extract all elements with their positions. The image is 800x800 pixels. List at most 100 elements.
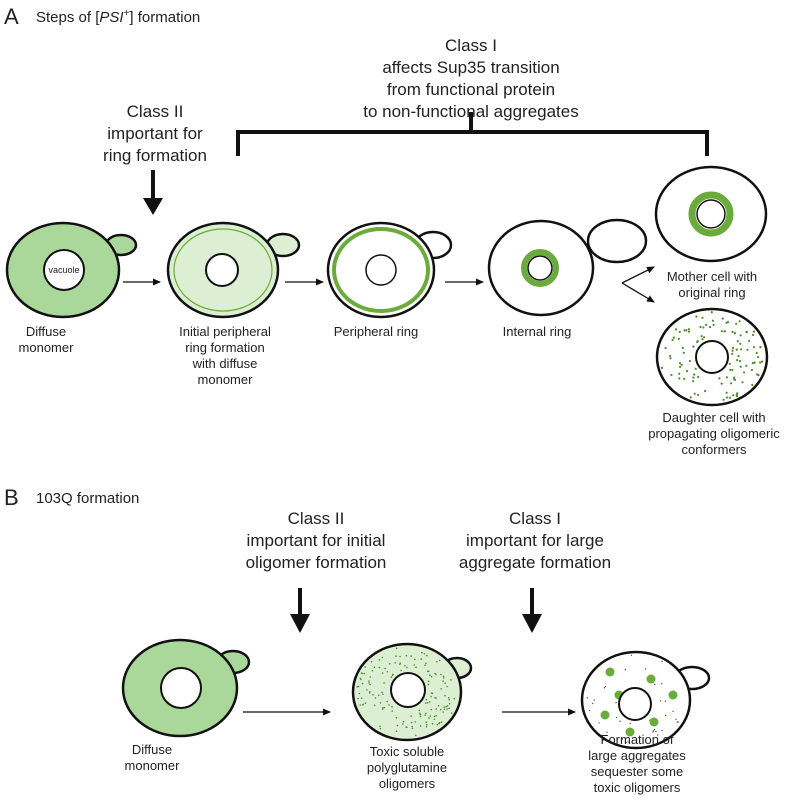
caption-b-diffuse-l2: monomer — [125, 758, 181, 773]
oligomer-dot — [371, 669, 374, 672]
oligomer-dot — [442, 711, 445, 713]
oligomer-dot — [383, 682, 385, 684]
large-aggregate-dot — [605, 667, 615, 677]
oligomer-dot — [446, 685, 448, 688]
class1-a-line1: Class I — [445, 36, 497, 55]
oligomer-dot — [391, 710, 394, 712]
caption-diffuse-l2: monomer — [19, 340, 75, 355]
oligomer-dot — [705, 323, 708, 326]
oligomer-dot — [725, 391, 728, 394]
small-oligomer-dot — [653, 729, 656, 731]
oligomer-dot — [710, 311, 713, 314]
small-oligomer-dot — [675, 718, 677, 720]
class2-a-line3: ring formation — [103, 146, 207, 165]
vacuole — [695, 340, 729, 374]
oligomer-dot — [448, 707, 450, 710]
oligomer-dot — [755, 351, 758, 355]
oligomer-dot — [739, 360, 742, 363]
oligomer-dot — [683, 377, 686, 380]
oligomer-dot — [368, 682, 370, 684]
cell-diffuse-monomer-a: vacuole — [5, 221, 138, 319]
oligomer-dot — [660, 366, 664, 369]
oligomer-dot — [681, 346, 684, 349]
oligomer-dot — [435, 715, 438, 717]
oligomer-dot — [368, 680, 370, 682]
oligomer-dot — [761, 360, 764, 363]
oligomer-dot — [443, 706, 446, 708]
small-oligomer-dot — [661, 660, 663, 663]
oligomer-dot — [415, 666, 417, 668]
class2-b-line1: Class II — [288, 509, 345, 528]
class1-b-line2: important for large — [466, 531, 604, 550]
oligomer-dot — [373, 704, 376, 707]
oligomer-dot — [703, 336, 706, 339]
oligomer-dot — [739, 334, 742, 337]
class1-a-line3: from functional protein — [387, 80, 555, 99]
oligomer-dot — [405, 654, 408, 657]
captions-a: Diffuse monomer Initial peripheral ring … — [19, 269, 781, 457]
oligomer-dot — [738, 320, 741, 323]
oligomer-dot — [679, 365, 682, 368]
class2-b-line3: oligomer formation — [246, 553, 387, 572]
oligomer-dot — [425, 702, 427, 704]
oligomer-dot — [757, 356, 760, 359]
oligomer-dot — [372, 694, 374, 696]
oligomer-dot — [425, 698, 428, 701]
oligomer-dot — [722, 398, 725, 401]
oligomer-dot — [425, 662, 427, 665]
oligomer-dot — [670, 373, 673, 377]
oligomer-dot — [368, 692, 371, 694]
oligomer-dot — [664, 347, 667, 350]
oligomer-dot — [671, 338, 674, 342]
oligomer-dot — [433, 715, 436, 718]
oligomer-dot — [410, 721, 413, 724]
oligomer-dot — [693, 373, 696, 376]
oligomer-dot — [384, 667, 386, 670]
panel-b-heading: 103Q formation — [36, 490, 139, 507]
oligomer-dot — [733, 378, 736, 381]
oligomer-dot — [731, 346, 735, 350]
oligomer-dot — [399, 655, 401, 658]
oligomer-dot — [437, 704, 440, 707]
oligomer-dot — [364, 702, 367, 704]
oligomer-dot — [759, 346, 762, 349]
oligomer-dot — [425, 712, 427, 715]
oligomer-dot — [697, 393, 700, 396]
small-oligomer-dot — [661, 729, 663, 732]
vacuole — [205, 253, 239, 287]
small-oligomer-dot — [593, 699, 595, 701]
small-oligomer-dot — [615, 701, 617, 704]
oligomer-dot — [395, 655, 397, 657]
oligomer-dot — [369, 676, 372, 678]
oligomer-dot — [433, 718, 436, 721]
class2-a-line1: Class II — [127, 102, 184, 121]
oligomer-dot — [413, 658, 416, 661]
large-aggregate-dot — [649, 717, 659, 727]
oligomer-dot — [379, 727, 382, 730]
caption-peripheral: Peripheral ring — [334, 324, 419, 339]
oligomer-dot — [419, 712, 421, 715]
thin-peripheral-ring — [173, 228, 273, 312]
oligomer-dot — [443, 708, 446, 711]
small-oligomer-dot — [624, 668, 626, 671]
arrow-split-down — [621, 282, 655, 303]
oligomer-dot — [426, 701, 429, 704]
caption-b-large-l2: large aggregates — [588, 748, 686, 763]
oligomer-dot — [378, 659, 381, 661]
oligomer-dot — [696, 340, 699, 344]
oligomer-dot — [729, 396, 732, 399]
oligomer-dot — [448, 703, 451, 705]
oligomer-dot — [683, 329, 686, 332]
oligomer-dot — [720, 382, 723, 385]
oligomer-dot — [697, 375, 700, 379]
small-oligomer-dot — [591, 702, 594, 705]
vacuole — [43, 249, 85, 291]
oligomer-dot — [735, 348, 738, 351]
caption-initial-l3: with diffuse — [192, 356, 258, 371]
oligomer-dot — [448, 698, 451, 701]
small-oligomer-dot — [677, 721, 679, 723]
oligomer-dot — [446, 705, 449, 707]
oligomer-dot — [429, 715, 432, 717]
oligomer-dot — [730, 382, 733, 385]
oligomer-dot — [725, 376, 729, 379]
